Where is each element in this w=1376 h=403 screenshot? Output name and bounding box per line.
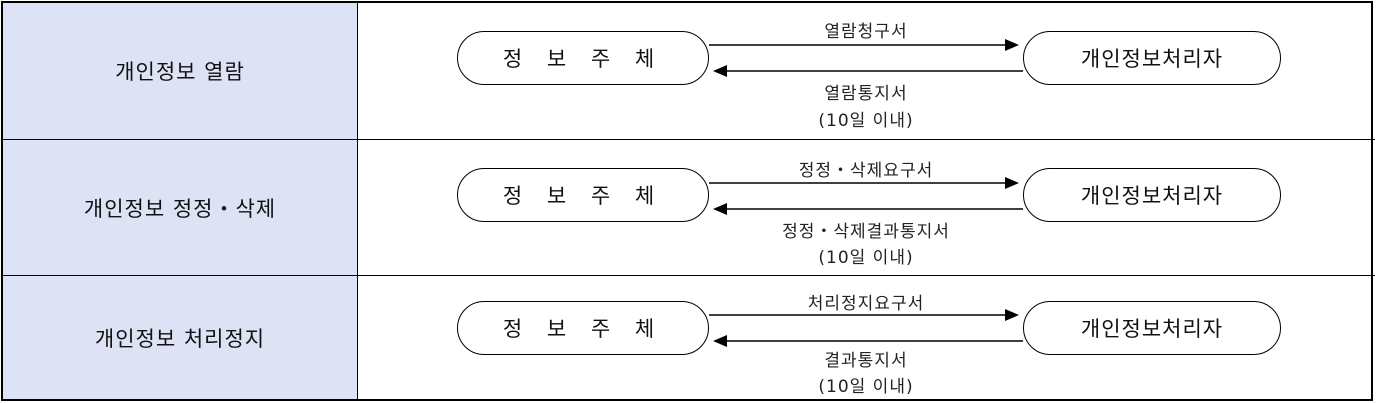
- flow-arrows: [709, 39, 1023, 77]
- deadline-label: (10일 이내): [818, 377, 914, 397]
- flow-arrows: [709, 309, 1023, 347]
- deadline-label: (10일 이내): [818, 111, 914, 131]
- response-label: 정정・삭제결과통지서: [782, 222, 950, 242]
- request-label: 처리정지요구서: [807, 294, 925, 314]
- request-label: 열람청구서: [824, 22, 908, 42]
- response-arrow: [713, 203, 1023, 215]
- data-subject-node: 정 보 주 체: [457, 168, 709, 222]
- flow-cell: 정 보 주 체 개인정보처리자 열람청구서 열람통지서 (10일 이내): [359, 3, 1375, 139]
- request-arrow: [709, 39, 1019, 51]
- response-arrow: [713, 65, 1023, 77]
- deadline-label: (10일 이내): [818, 248, 914, 268]
- data-handler-node: 개인정보처리자: [1023, 301, 1281, 355]
- flow-cell: 정 보 주 체 개인정보처리자 처리정지요구서 결과통지서 (10일 이내): [359, 276, 1375, 399]
- request-arrow: [709, 177, 1019, 189]
- request-arrow: [709, 309, 1019, 321]
- row-label: 개인정보 처리정지: [3, 276, 358, 399]
- data-subject-node: 정 보 주 체: [457, 31, 709, 85]
- data-handler-node: 개인정보처리자: [1023, 31, 1281, 85]
- data-handler-node: 개인정보처리자: [1023, 168, 1281, 222]
- response-label: 결과통지서: [824, 351, 908, 371]
- table-row: 개인정보 처리정지 정 보 주 체 개인정보처리자 처리정지요구서 결과통지서 …: [3, 275, 1375, 399]
- row-label: 개인정보 정정・삭제: [3, 140, 358, 275]
- data-subject-node: 정 보 주 체: [457, 301, 709, 355]
- row-label: 개인정보 열람: [3, 3, 358, 139]
- flow-arrows: [709, 177, 1023, 215]
- response-arrow: [713, 335, 1023, 347]
- request-label: 정정・삭제요구서: [798, 161, 934, 181]
- table-row: 개인정보 정정・삭제 정 보 주 체 개인정보처리자 정정・삭제요구서 정정・삭…: [3, 139, 1375, 275]
- response-label: 열람통지서: [824, 84, 908, 104]
- table-row: 개인정보 열람 정 보 주 체 개인정보처리자 열람청구서 열람통지서 (10일…: [3, 3, 1375, 139]
- flow-cell: 정 보 주 체 개인정보처리자 정정・삭제요구서 정정・삭제결과통지서 (10일…: [359, 140, 1375, 275]
